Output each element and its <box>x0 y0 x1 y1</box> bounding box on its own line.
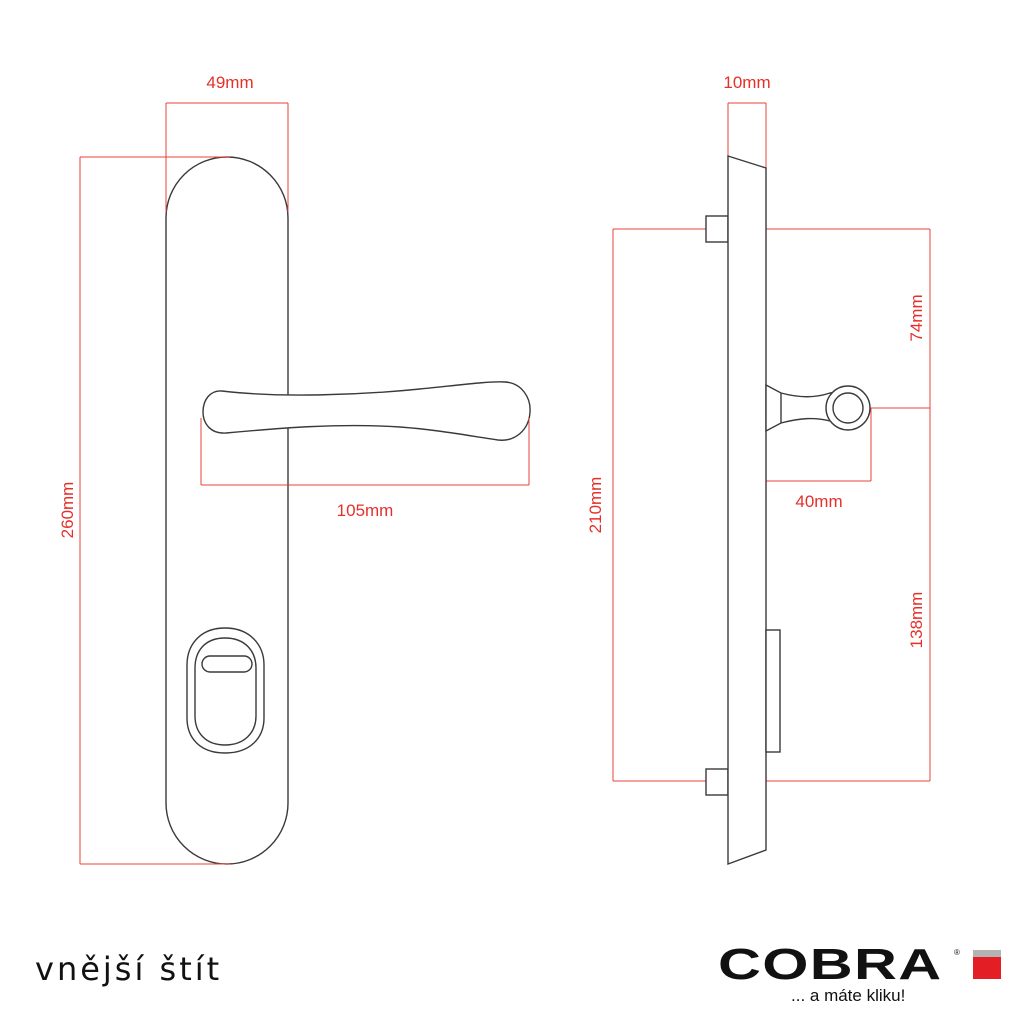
height-label: 260mm <box>58 482 77 539</box>
dimension-handle-length: 105mm <box>200 418 530 520</box>
handle-length-label: 105mm <box>337 501 394 520</box>
key-slot <box>201 655 253 673</box>
logo-red-square <box>973 957 1001 979</box>
width-label: 49mm <box>206 73 253 92</box>
dimension-right: 74mm 138mm <box>766 228 931 782</box>
cobra-logo: COBRA ® ... a máte kliku! <box>718 940 1008 1010</box>
dimension-screw-spacing: 210mm <box>586 228 706 782</box>
caption: vnější štít <box>35 950 223 988</box>
upper-stud <box>705 215 729 243</box>
front-view: 49mm 260mm 105mm <box>58 73 531 865</box>
lower-label: 138mm <box>907 592 926 649</box>
side-view: 10mm 210mm 74mm 138mm 40mm <box>586 73 931 866</box>
upper-label: 74mm <box>907 294 926 341</box>
side-handle <box>765 383 871 433</box>
logo-tagline: ... a máte kliku! <box>791 986 906 1005</box>
back-plate <box>165 156 289 865</box>
plate-profile <box>727 155 767 866</box>
dimension-height: 260mm <box>58 156 230 865</box>
cylinder-escutcheon <box>186 627 265 754</box>
handle-projection-label: 40mm <box>795 492 842 511</box>
logo-wordmark: COBRA <box>718 940 943 989</box>
screw-spacing-label: 210mm <box>586 477 605 534</box>
thickness-label: 10mm <box>723 73 770 92</box>
registered-mark: ® <box>954 948 960 957</box>
cylinder-protrusion <box>765 629 781 753</box>
lever-handle <box>202 381 531 441</box>
logo-gray-bar <box>973 950 1001 957</box>
lower-stud <box>705 768 729 796</box>
dimension-thickness: 10mm <box>723 73 771 170</box>
